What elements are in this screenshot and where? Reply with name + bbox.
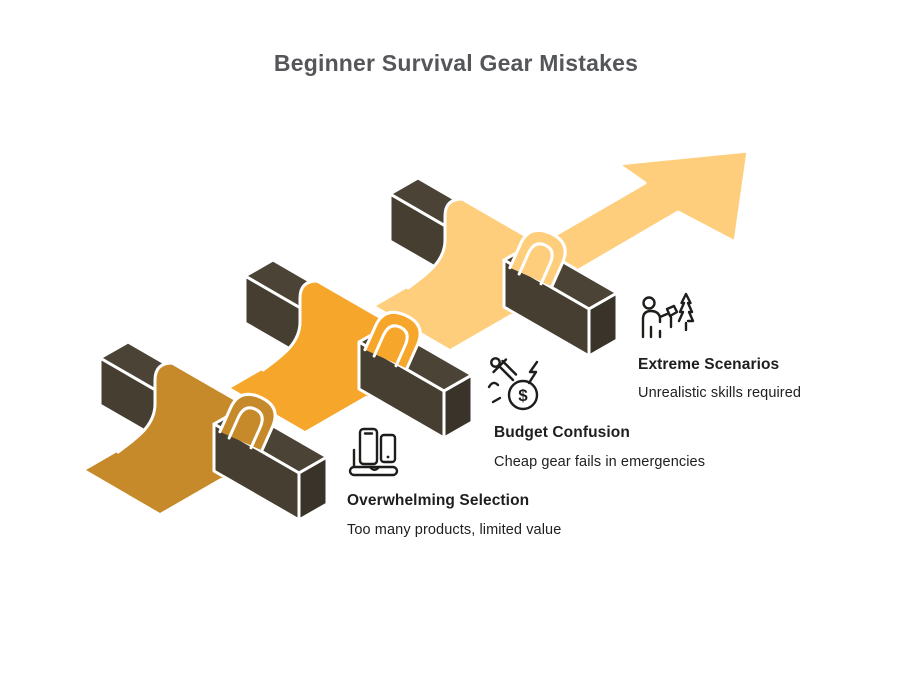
hurdle-1-bar-right-cap: [297, 455, 329, 522]
hurdle-3-ribbon-arch: [508, 228, 567, 288]
arch-fill: [509, 230, 566, 287]
hurdle-3: [388, 176, 619, 358]
arrow-shape: [546, 149, 750, 290]
arch-outer-outline: [363, 310, 422, 370]
money-crash-icon: $: [487, 357, 539, 411]
person-tree-icon: [641, 292, 695, 339]
page-title: Beginner Survival Gear Mistakes: [273, 50, 639, 76]
hurdle-1-ribbon-arch: [218, 392, 277, 452]
arch-fill: [364, 312, 421, 369]
arch-inner-outline: [227, 406, 264, 450]
arch-outer-outline: [508, 228, 567, 288]
step-3-description: Unrealistic skills required: [638, 385, 802, 401]
hurdle-1: [86, 340, 329, 522]
step-1-description: Too many products, limited value: [347, 522, 562, 538]
arch-outer-outline: [218, 392, 277, 452]
step-2-label: Budget Confusion: [494, 424, 630, 441]
step-2-description: Cheap gear fails in emergencies: [494, 454, 706, 470]
arch-inner-outline: [517, 242, 554, 286]
hurdle-2-ribbon-arch: [363, 310, 422, 370]
hurdle-3-bar-right-cap: [587, 291, 619, 358]
step-1-label: Overwhelming Selection: [347, 492, 530, 509]
step-3-label: Extreme Scenarios: [638, 356, 780, 373]
hurdle-2: [243, 258, 474, 440]
hurdle-2-bar-right-cap: [442, 373, 474, 440]
arch-fill: [219, 394, 276, 451]
dollar-glyph: $: [518, 386, 528, 405]
arch-inner-outline: [372, 324, 409, 368]
devices-icon: [348, 427, 399, 477]
